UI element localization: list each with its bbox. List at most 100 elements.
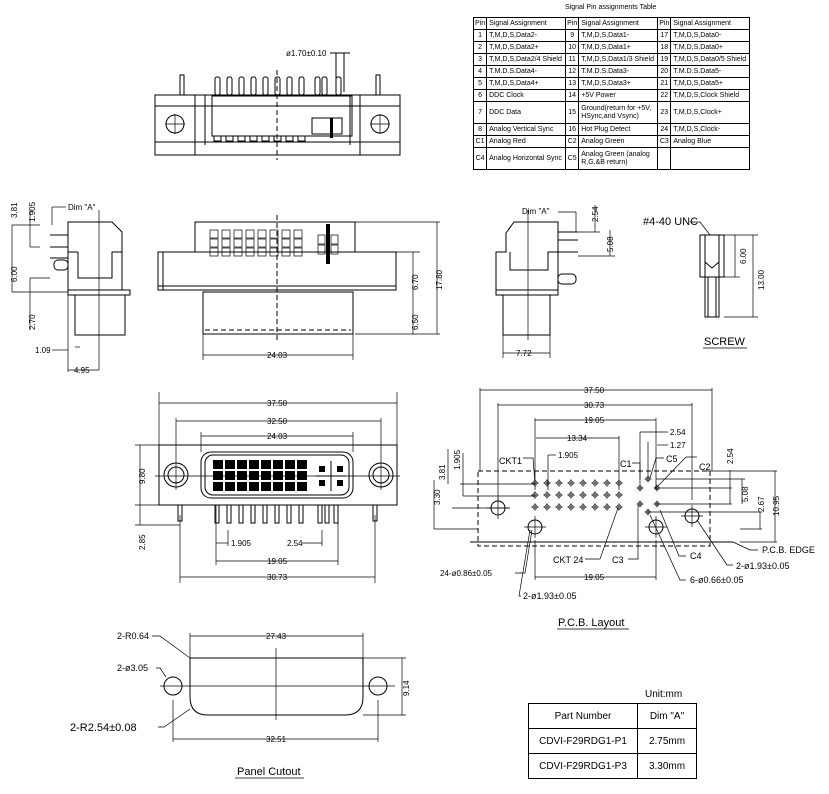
front-dim-32-50: 32.50 (267, 417, 288, 426)
pcb-dim-30-73: 30.73 (584, 401, 605, 410)
contact-cell (297, 482, 307, 491)
cutout-dim-32-51: 32.51 (266, 735, 287, 744)
pcb-dim-10-95: 10.95 (772, 495, 781, 516)
top-pin (226, 76, 233, 96)
front-pin (250, 504, 256, 524)
part-dim-a: 2.75mm (637, 728, 697, 754)
signal-cell: Hot Plug Detect (578, 123, 659, 136)
pcb-layout-title: P.C.B. Layout (558, 617, 624, 629)
pcb-dim-2-54: 2.54 (670, 428, 686, 437)
contact-slot (269, 238, 279, 248)
contact-slot (221, 229, 231, 239)
top-pin-foot (297, 135, 306, 142)
part-table-header: Part Number Dim "A" (528, 703, 697, 729)
pcb-layout: 37.50 30.73 19.05 13.34 2.54 1.27 1.905 … (433, 386, 815, 630)
contact-cell (237, 460, 247, 469)
top-pin-foot (237, 135, 246, 142)
signal-cell: T,M,D,S,Data1/3 Shield (578, 53, 659, 66)
contact-cell (249, 471, 259, 480)
front-dim-1-905: 1.905 (231, 539, 252, 548)
contact-slot (257, 238, 267, 248)
front-pin (298, 504, 304, 524)
pcb-dim-2-67: 2.67 (757, 496, 766, 512)
pin-cell: 15 (565, 101, 580, 124)
contact-cell (285, 482, 295, 491)
contact-cell (225, 482, 235, 491)
screw-title: SCREW (704, 336, 746, 348)
contact-cell (273, 482, 283, 491)
signal-cell: T,M,D,S,Data1+ (578, 41, 659, 54)
dim-a-label-left: Dim "A" (68, 203, 96, 212)
dim-17-80: 17.80 (435, 269, 444, 290)
signal-pin-table: Pin Signal Assignment Pin Signal Assignm… (472, 17, 751, 170)
part-dim-a: 3.30mm (637, 753, 697, 779)
pin-cell: 6 (472, 89, 488, 102)
pcb-edge-label: P.C.B. EDGE (762, 545, 815, 555)
contact-cell (237, 482, 247, 491)
dim-2-70: 2.70 (28, 314, 37, 330)
pin-cell: 9 (565, 29, 580, 42)
signal-cell: T,M,D,S,Clock Shield (670, 89, 751, 102)
dim-6-70: 6.70 (411, 274, 420, 290)
pcb-dim-1-905-v: 1.905 (453, 449, 462, 470)
front-dim-37-50: 37.50 (267, 399, 288, 408)
front-dim-24-03: 24.03 (267, 432, 288, 441)
signal-cell: Ground(return for +5V, HSync,and Vsync) (578, 101, 659, 124)
pin-cell: 3 (472, 53, 488, 66)
top-pin (214, 76, 221, 96)
contact-slot (293, 238, 303, 248)
screw-length-dim: 13.00 (757, 269, 766, 290)
pin-cell: 10 (565, 41, 580, 54)
pcb-mount-holes-right-label: 2-ø1.93±0.05 (736, 561, 789, 571)
top-pin (250, 76, 257, 96)
contact-cell (213, 460, 223, 469)
contact-slot (257, 229, 267, 239)
signal-cell: Analog Horizontal Sync (486, 147, 567, 170)
pin-cell: C1 (472, 135, 488, 148)
pin-cell: 2 (472, 41, 488, 54)
contact-slot (317, 244, 326, 255)
pin-cell: 19 (657, 53, 672, 66)
top-pin-foot (285, 135, 294, 142)
pin-cell: 7 (472, 101, 488, 124)
cutout-dim-9-14: 9.14 (402, 680, 411, 696)
part-row: CDVI-F29RDG1-P1 2.75mm (528, 728, 697, 754)
top-pin (298, 76, 305, 96)
contact-cell (261, 460, 271, 469)
pin-cell: C2 (565, 135, 580, 148)
cutout-r254-label: 2-R2.54±0.08 (70, 722, 137, 734)
signal-cell: T,M,D,S,Clock- (670, 123, 751, 136)
signal-cell: Analog Green (analog R,G,&B return) (578, 147, 659, 170)
contact-slot (209, 238, 219, 248)
signal-cell: T,M,D,S,Data2- (486, 29, 567, 42)
contact-slot (281, 229, 291, 239)
front-dim-9-80: 9.80 (138, 468, 147, 484)
contact-cell (225, 471, 235, 480)
pcb-mount-right (684, 508, 700, 524)
dim-5-08-right: 5.08 (606, 236, 615, 252)
pcb-c-holes-label: 6-ø0.66±0.05 (690, 575, 743, 585)
signal-cell: Analog Blue (670, 135, 751, 148)
pcb-dim-13-34: 13.34 (567, 434, 588, 443)
side-view-left: Dim "A" 3.81 1.905 6.00 2.70 1.09 4.95 (10, 201, 131, 375)
pin-cell (657, 147, 672, 170)
pcb-dim-5-08: 5.08 (741, 486, 750, 502)
pcb-mount-holes-left-label: 2-ø1.93±0.05 (523, 591, 576, 601)
front-view: 37.50 32.50 24.03 9.80 2.85 1.905 2.54 1… (135, 392, 400, 583)
signal-cell: T,M,D,S,Data5+ (670, 77, 751, 90)
part-row: CDVI-F29RDG1-P3 3.30mm (528, 753, 697, 779)
cutout-dim-27-43: 27.43 (266, 632, 287, 641)
dim-1-905: 1.905 (28, 201, 37, 222)
pin-cell: C4 (472, 147, 488, 170)
header-part-number: Part Number (528, 703, 638, 729)
contact-cell (249, 460, 259, 469)
dim-2-54-right: 2.54 (591, 206, 600, 222)
